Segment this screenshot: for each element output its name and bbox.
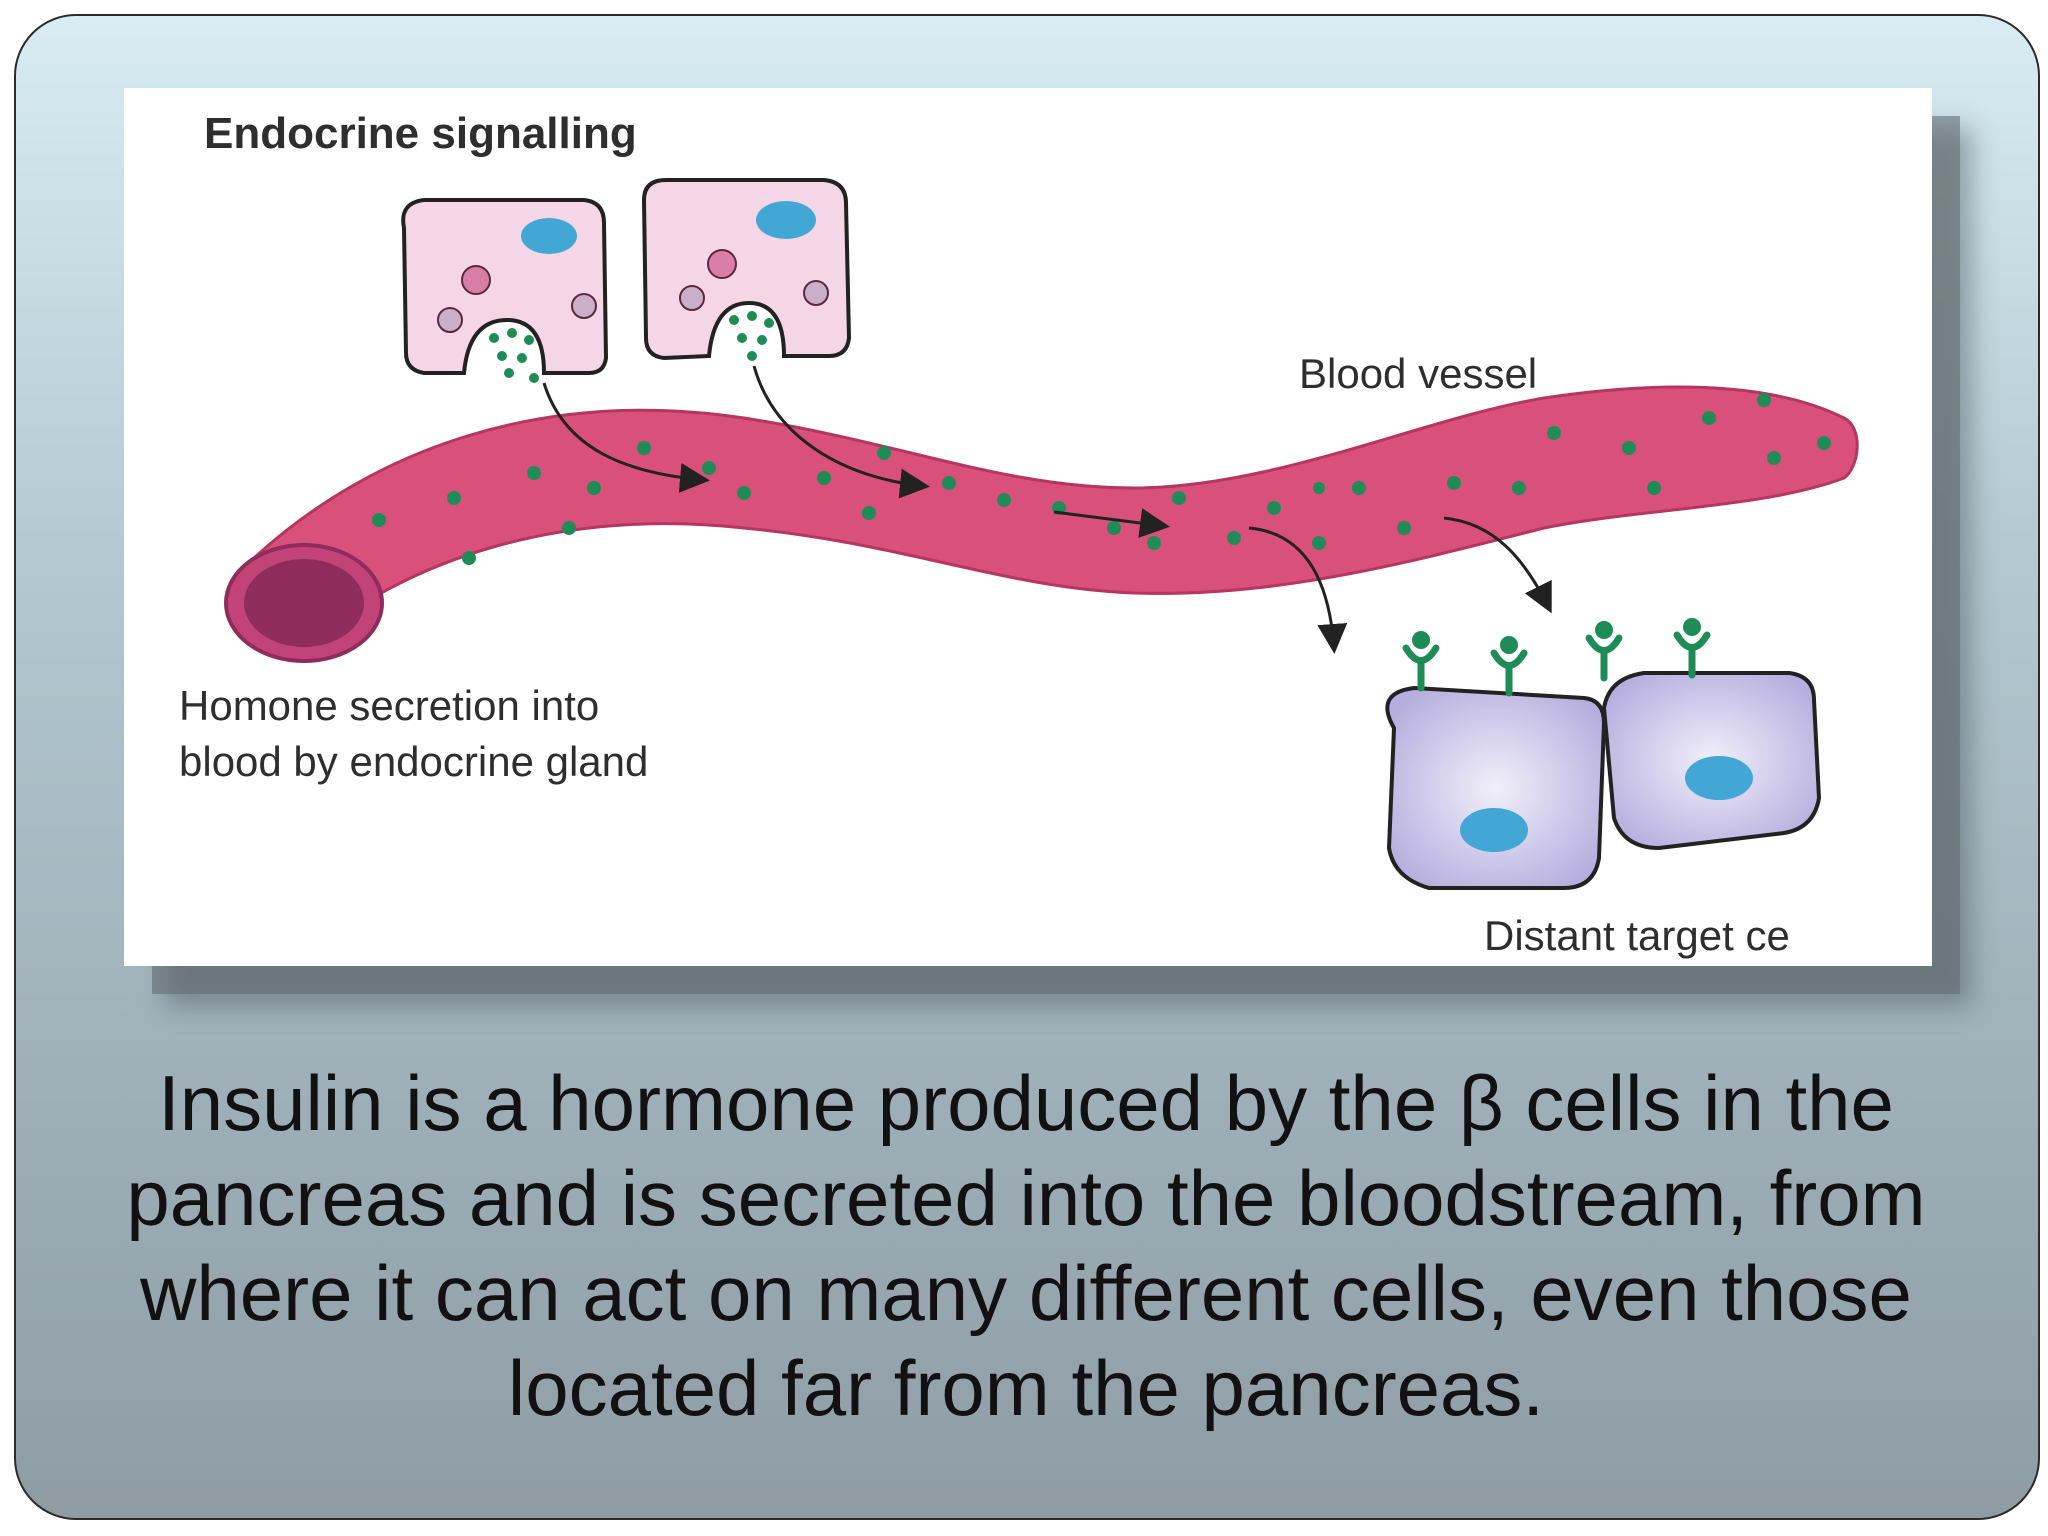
- hormone-dot: [862, 506, 876, 520]
- vesicle: [461, 265, 491, 295]
- hormone-dot: [587, 481, 601, 495]
- vesicle: [571, 293, 597, 319]
- target-arrow-left: [1248, 526, 1348, 654]
- hormone-dot: [1512, 481, 1526, 495]
- secretion-arrow-right: [752, 365, 930, 499]
- target-cell-left: [1385, 685, 1607, 890]
- vessel-lumen: [244, 559, 364, 647]
- hormone-dot: [737, 333, 747, 343]
- hormone-dot: [1227, 531, 1241, 545]
- receptor: [1673, 618, 1711, 679]
- secretion-label-line1: Homone secretion into: [179, 682, 599, 729]
- hormone-dot: [497, 351, 507, 361]
- hormone-dot: [1757, 393, 1771, 407]
- hormone-dot: [729, 315, 739, 325]
- hormone-dot: [1107, 521, 1121, 535]
- hormone-dot: [1647, 481, 1661, 495]
- hormone-dot: [737, 486, 751, 500]
- receptor: [1402, 631, 1440, 692]
- hormone-dot: [757, 335, 767, 345]
- hormone-dot: [942, 476, 956, 490]
- diagram-canvas: Endocrine signalling: [179, 109, 1859, 959]
- blood-vessel-label: Blood vessel: [1299, 350, 1537, 397]
- receptor: [1585, 621, 1623, 682]
- hormone-dot: [527, 466, 541, 480]
- slide-background: Endocrine signalling: [14, 14, 2040, 1520]
- hormone-dot: [447, 491, 461, 505]
- hormone-dot: [1313, 482, 1325, 494]
- diagram-title: Endocrine signalling: [204, 109, 637, 158]
- hormone-dot: [1447, 476, 1461, 490]
- endocrine-diagram: Endocrine signalling: [124, 88, 1932, 966]
- hormone-dot: [1767, 451, 1781, 465]
- hormone-dot: [1547, 426, 1561, 440]
- hormone-dot: [747, 311, 757, 321]
- secretion-arrow-left: [542, 382, 710, 493]
- hormone-dot: [1147, 536, 1161, 550]
- vesicle: [803, 280, 829, 306]
- hormone-dot: [764, 318, 774, 328]
- hormone-dot: [637, 441, 651, 455]
- hormone-dot: [1312, 536, 1326, 550]
- hormone-dot: [1352, 481, 1366, 495]
- vesicle: [679, 285, 705, 311]
- target-cell-right: [1601, 671, 1822, 851]
- target-arrow-right: [1443, 516, 1552, 614]
- hormone-dot: [489, 333, 499, 343]
- nucleus: [1685, 756, 1753, 800]
- vesicle: [437, 307, 463, 333]
- hormone-dot: [747, 351, 757, 361]
- hormone-dots: [372, 393, 1831, 565]
- nucleus: [756, 201, 816, 239]
- blood-vessel: [252, 385, 1859, 651]
- hormone-dot: [1817, 436, 1831, 450]
- nucleus: [521, 218, 577, 254]
- hormone-dot: [1622, 441, 1636, 455]
- hormone-dot: [1702, 411, 1716, 425]
- receptor: [1490, 636, 1528, 697]
- flow-arrow: [1053, 508, 1170, 538]
- hormone-dot: [529, 373, 539, 383]
- hormone-dot: [562, 521, 576, 535]
- slide-caption: Insulin is a hormone produced by the β c…: [126, 1059, 1926, 1432]
- hormone-dot: [462, 551, 476, 565]
- receptors: [1402, 618, 1711, 697]
- secretion-label-line2: blood by endocrine gland: [179, 738, 648, 785]
- nucleus: [1460, 808, 1528, 852]
- hormone-dot: [997, 493, 1011, 507]
- hormone-dot: [817, 471, 831, 485]
- gland-cell-left: [401, 198, 609, 383]
- hormone-dot: [877, 446, 891, 460]
- hormone-dot: [517, 353, 527, 363]
- gland-cell-right: [641, 178, 852, 361]
- hormone-dot: [1397, 521, 1411, 535]
- hormone-dot: [504, 368, 514, 378]
- hormone-dot: [702, 461, 716, 475]
- hormone-dot: [372, 513, 386, 527]
- target-cell-label: Distant target ce: [1484, 912, 1790, 959]
- vesicle: [707, 249, 737, 279]
- hormone-dot: [524, 335, 534, 345]
- hormone-dot: [1172, 491, 1186, 505]
- hormone-dot: [1267, 501, 1281, 515]
- hormone-dot: [507, 328, 517, 338]
